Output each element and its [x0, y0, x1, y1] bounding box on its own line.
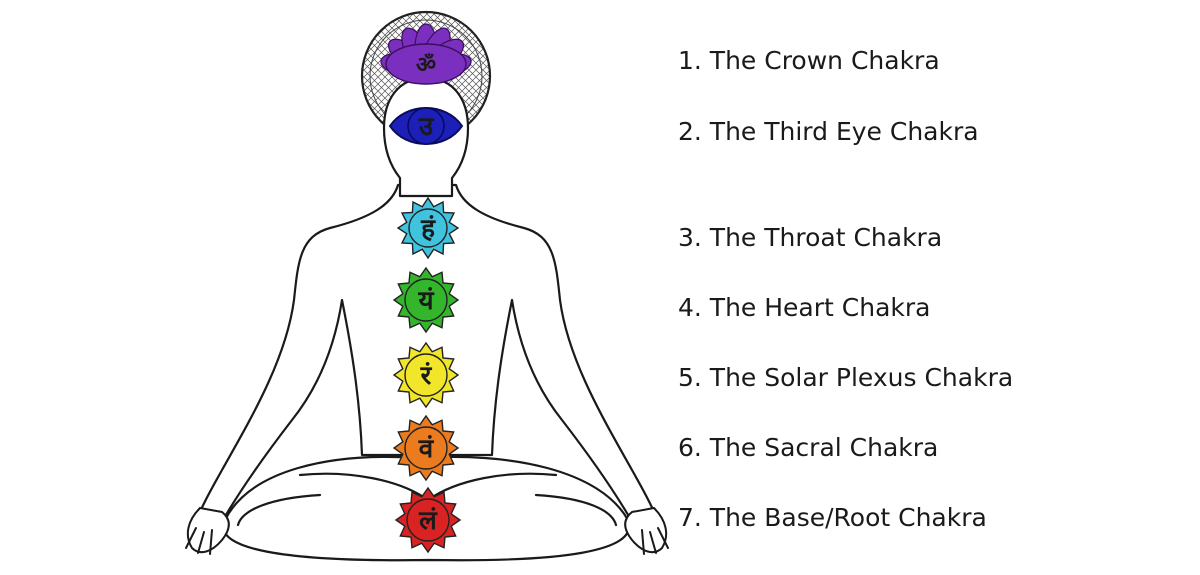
solar-plexus-chakra-icon	[392, 341, 460, 409]
chakra-seed-syllable: वं	[418, 434, 435, 464]
throat-chakra-icon	[396, 196, 460, 260]
chakra-label-third-eye: 2. The Third Eye Chakra	[678, 117, 979, 146]
chakra-label-throat: 3. The Throat Chakra	[678, 223, 943, 252]
crown-chakra-icon	[380, 23, 472, 85]
chakra-seed-syllable: उ	[418, 112, 435, 142]
chakra-label-crown: 1. The Crown Chakra	[678, 46, 940, 75]
sacral-chakra-icon	[392, 414, 460, 482]
chakra-label-heart: 4. The Heart Chakra	[678, 293, 931, 322]
chakra-seed-syllable: रं	[420, 361, 433, 391]
chakra-label-sacral: 6. The Sacral Chakra	[678, 433, 939, 462]
chakra-seed-syllable: ॐ	[416, 53, 436, 78]
chakra-label-root: 7. The Base/Root Chakra	[678, 503, 987, 532]
third-eye-chakra-icon	[388, 107, 464, 145]
heart-chakra-icon	[392, 266, 460, 334]
chakra-seed-syllable: यं	[417, 286, 434, 316]
chakra-symbols: ॐ उ हं यं रं वं लं	[380, 23, 472, 554]
chakra-label-solar-plexus: 5. The Solar Plexus Chakra	[678, 363, 1014, 392]
left-hand	[185, 506, 230, 555]
chakra-seed-syllable: हं	[420, 214, 436, 244]
right-hand	[624, 506, 669, 555]
root-chakra-icon	[394, 486, 462, 554]
chakra-seed-syllable: लं	[418, 506, 438, 536]
